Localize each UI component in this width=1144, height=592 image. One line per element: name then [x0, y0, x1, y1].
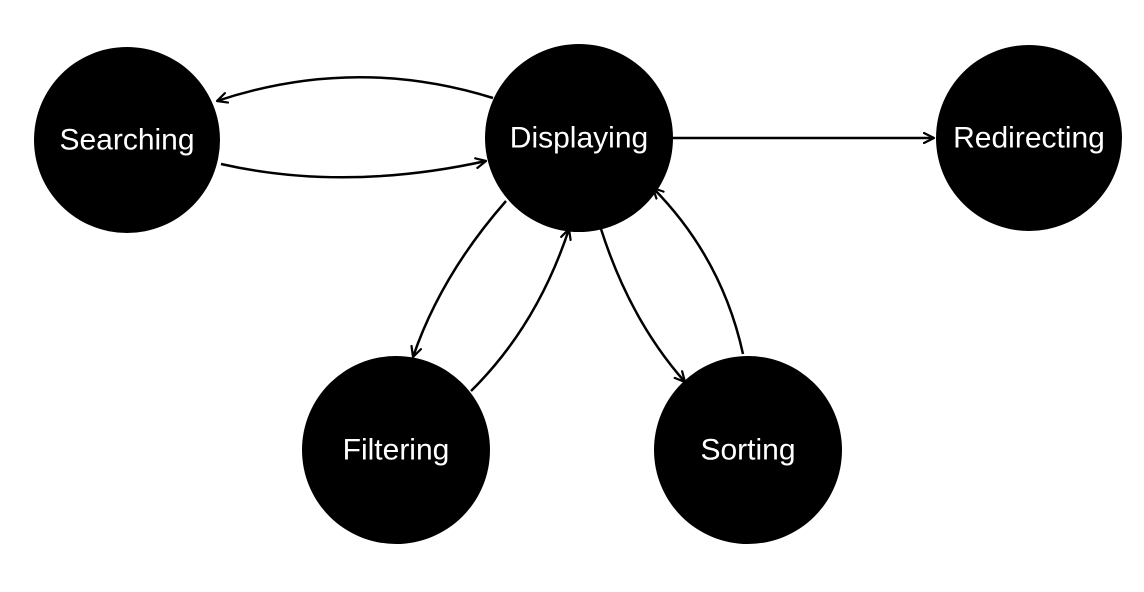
- node-searching: Searching: [34, 47, 220, 233]
- node-displaying-label: Displaying: [510, 122, 648, 155]
- edge-searching-to-displaying: [220, 161, 486, 179]
- edge-filtering-to-displaying: [470, 229, 569, 392]
- node-sorting-label: Sorting: [700, 434, 795, 467]
- node-sorting: Sorting: [654, 356, 842, 544]
- node-displaying: Displaying: [485, 44, 673, 232]
- edge-displaying-to-searching: [217, 75, 494, 101]
- node-redirecting-label: Redirecting: [953, 122, 1105, 155]
- node-redirecting: Redirecting: [936, 45, 1122, 231]
- node-filtering: Filtering: [302, 356, 490, 544]
- edge-displaying-to-sorting: [599, 228, 685, 382]
- node-searching-label: Searching: [59, 124, 194, 157]
- node-filtering-label: Filtering: [343, 434, 450, 467]
- edge-sorting-to-displaying: [653, 188, 745, 355]
- edge-displaying-to-filtering: [413, 200, 507, 357]
